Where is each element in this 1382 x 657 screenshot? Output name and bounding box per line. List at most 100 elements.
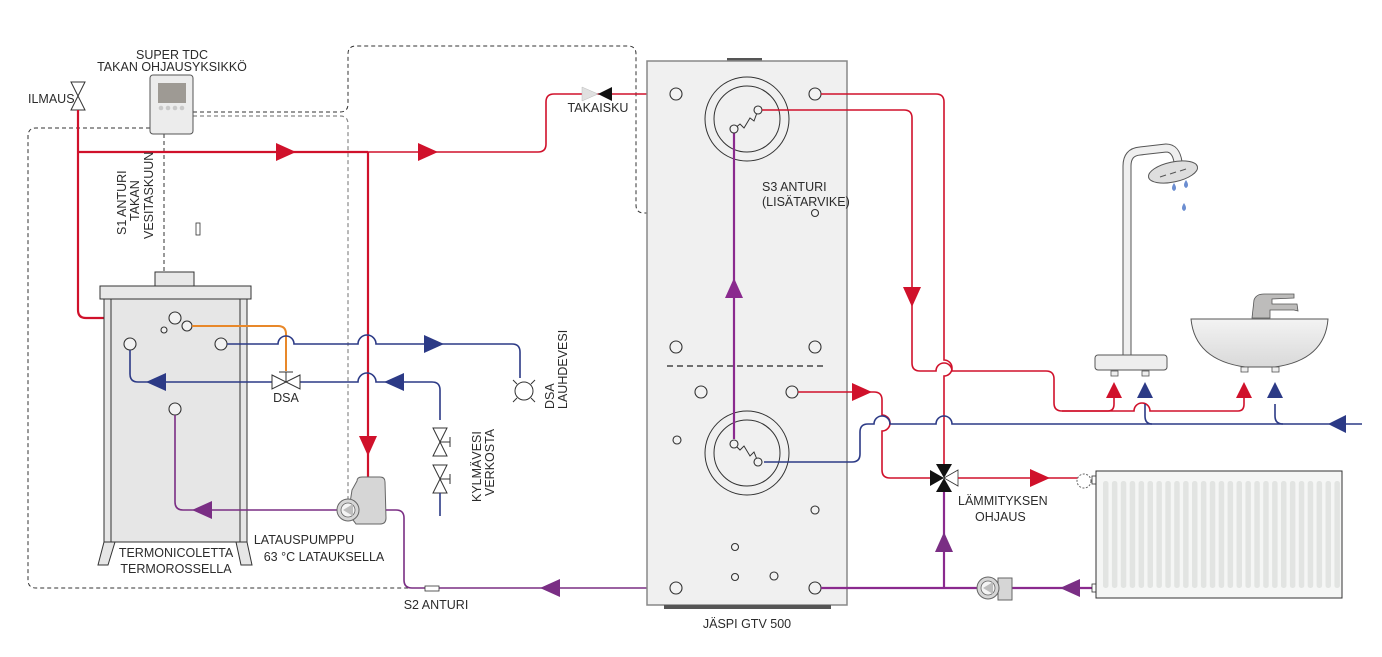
flow-arrow-icon — [1267, 382, 1283, 398]
boiler-label-1: TERMONICOLETTA — [119, 546, 234, 560]
radiator-fin — [1103, 481, 1109, 588]
radiator-fin — [1218, 481, 1225, 588]
sink-icon[interactable] — [1190, 293, 1329, 373]
charge-pump-icon[interactable] — [336, 476, 387, 525]
tank-label: JÄSPI GTV 500 — [703, 617, 791, 631]
radiator-fin — [1236, 481, 1242, 588]
s2-sensor-label: S2 ANTURI — [404, 598, 469, 612]
shutoff-valves-icon[interactable] — [432, 427, 451, 494]
flow-arrow-icon — [1030, 469, 1050, 487]
hot-supply-to-tank — [368, 93, 648, 153]
flow-arrow-icon — [1137, 382, 1153, 398]
s3-sensor-icon — [810, 208, 820, 218]
radiator-fin — [1192, 481, 1198, 588]
cold-main-pipe — [764, 415, 1362, 463]
flow-arrow-icon — [903, 287, 921, 307]
heating-pump-icon[interactable] — [976, 576, 1013, 601]
storage-tank[interactable] — [646, 58, 848, 609]
faucet-icon — [1251, 293, 1299, 319]
pump-label-2: 63 °C LATAUKSELLA — [264, 550, 385, 564]
sensor-wiring — [27, 45, 812, 589]
s3-label-2: (LISÄTARVIKE) — [762, 195, 850, 209]
cold-supply-pipe — [300, 372, 441, 420]
cold-to-sink-pipe — [1274, 404, 1284, 425]
s2-sensor-icon — [424, 585, 440, 592]
boiler-label-2: TERMOROSSELLA — [120, 562, 232, 576]
radiator[interactable] — [1076, 470, 1343, 599]
radiator-fin — [1254, 481, 1260, 588]
flow-arrow-icon — [418, 143, 438, 161]
air-vent-label: ILMAUS — [28, 92, 75, 106]
flow-arrow-icon — [725, 278, 743, 298]
dsa-drain-outlet-icon — [512, 379, 536, 403]
radiator-valve-icon — [1076, 473, 1092, 489]
radiator-fin — [1325, 481, 1331, 588]
dsa-drain-label-2: LAUHDEVESI — [556, 330, 570, 409]
radiator-fin — [1165, 481, 1171, 588]
radiator-fin — [1227, 481, 1234, 588]
flow-arrow-icon — [1328, 415, 1346, 433]
radiator-fin — [1156, 481, 1162, 588]
controller-label-2: TAKAN OHJAUSYKSIKKÖ — [97, 60, 247, 74]
flow-arrow-icon — [146, 373, 166, 391]
radiator-fin — [1307, 481, 1314, 588]
mixing-valve-icon[interactable] — [930, 464, 959, 492]
flow-arrow-icon — [852, 383, 872, 401]
radiator-fin — [1298, 481, 1305, 588]
radiator-fin — [1138, 481, 1145, 588]
dsa-valve-label: DSA — [273, 391, 299, 405]
radiator-fin — [1129, 481, 1136, 588]
flow-arrow-icon — [1236, 382, 1252, 398]
flow-arrow-icon — [935, 532, 953, 552]
s1-label-2: TAKAN — [128, 180, 142, 221]
flow-arrow-icon — [540, 579, 560, 597]
flow-arrow-icon — [1106, 382, 1122, 398]
s3-label-1: S3 ANTURI — [762, 180, 827, 194]
cold-supply-label-1: KYLMÄVESI — [470, 431, 484, 502]
radiator-fin — [1183, 481, 1189, 588]
radiator-fin — [1245, 481, 1251, 588]
flow-arrow-icon — [359, 436, 377, 456]
boiler-return-pipe — [174, 415, 338, 511]
radiator-fin — [1200, 481, 1207, 588]
radiator-fin — [1272, 481, 1278, 588]
s1-sensor-icon — [195, 222, 201, 236]
flow-arrow-icon — [1060, 579, 1080, 597]
radiator-fin — [1316, 481, 1323, 588]
cold-to-boiler-pipe — [129, 350, 272, 383]
check-valve-label: TAKAISKU — [568, 101, 629, 115]
radiator-fin — [1289, 481, 1296, 588]
check-valve-icon — [581, 86, 612, 102]
radiator-fin — [1111, 481, 1118, 588]
flow-arrow-icon — [384, 373, 404, 391]
water-drop-icon — [1184, 180, 1188, 188]
mixing-label-2: OHJAUS — [975, 510, 1026, 524]
radiator-fin — [1281, 481, 1287, 588]
dhw-hot-to-sink-pipe — [1062, 398, 1245, 412]
radiator-fin — [1147, 481, 1153, 588]
flow-arrow-icon — [424, 335, 444, 353]
flow-arrow-icon — [276, 143, 296, 161]
controller-unit[interactable] — [149, 74, 194, 135]
water-drop-icon — [1172, 183, 1176, 191]
flow-arrow-icon — [192, 501, 212, 519]
water-drop-icon — [1182, 203, 1186, 211]
tank-return-pipe — [386, 509, 674, 589]
shower-icon[interactable] — [1094, 143, 1200, 377]
radiator-fin — [1120, 481, 1127, 588]
overheat-line-pipe — [192, 325, 287, 371]
s1-label-1: S1 ANTURI — [115, 170, 129, 235]
s1-label-3: VESITASKUUN — [142, 152, 156, 239]
dsa-drain-label-1: DSA — [543, 383, 557, 409]
controller-label-1: SUPER TDC — [136, 48, 208, 62]
mixing-label-1: LÄMMITYKSEN — [958, 494, 1048, 508]
cold-to-shower-pipe — [1144, 404, 1153, 425]
radiator-fin — [1174, 481, 1180, 588]
radiator-fin — [1334, 481, 1340, 588]
controller-display — [158, 83, 186, 103]
pump-label-1: LATAUSPUMPPU — [254, 533, 354, 547]
boiler[interactable] — [97, 222, 253, 566]
dsa-drain-pipe — [227, 334, 521, 378]
dsa-valve-icon[interactable] — [271, 371, 301, 390]
